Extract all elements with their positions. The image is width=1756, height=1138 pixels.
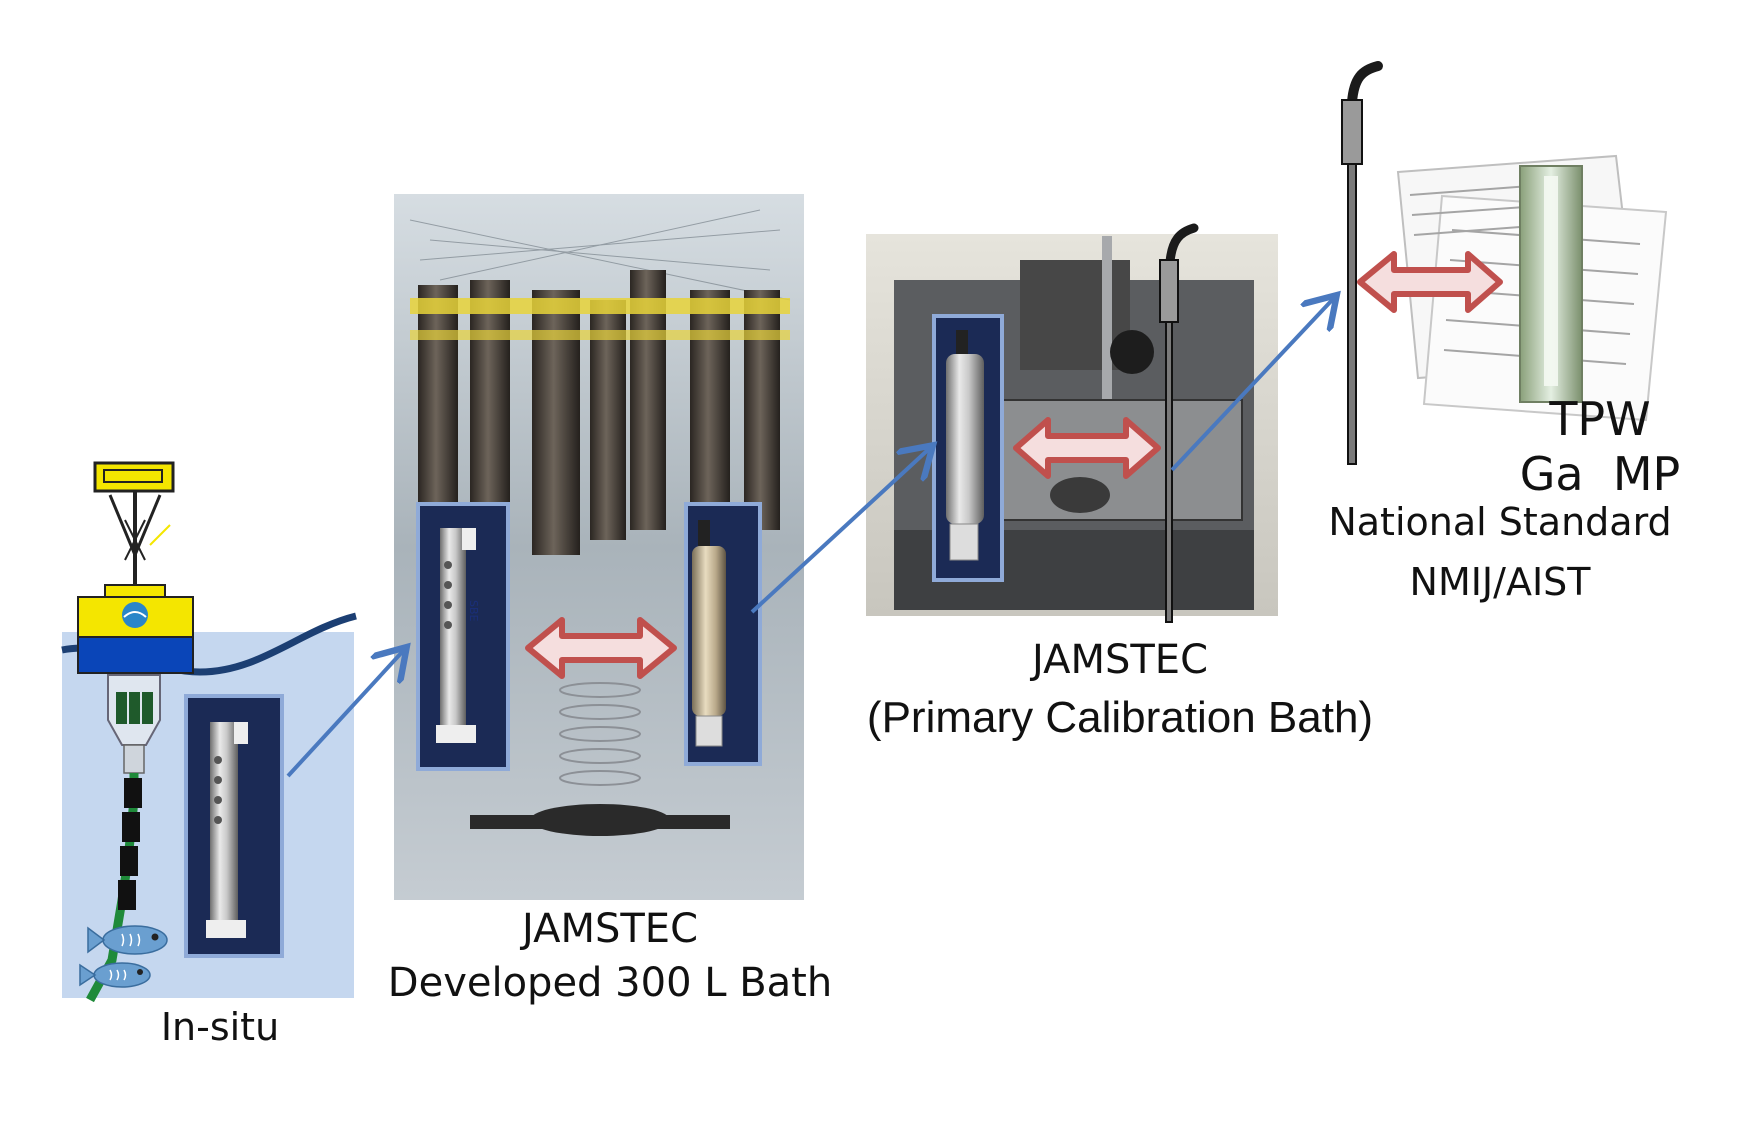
ga-mp-label: Ga MP [1519,447,1681,502]
calibration-certificate [1396,154,1668,422]
tpw-label: TPW [1549,392,1651,446]
spring-coil [559,682,641,786]
in-situ-label: In-situ [160,1005,280,1049]
fish-icon [87,925,168,955]
national-standard-label-line1: National Standard [1328,500,1672,544]
arrow-primary-to-standard [1170,298,1334,472]
national-standard-label: National Standard NMIJ/AIST [1300,500,1700,605]
fish-icon [79,962,151,988]
traceability-arrows [286,298,1334,778]
sbe-sensor-photo [932,314,1004,582]
sbe-logo-text: SBE [467,600,480,622]
comparison-double-arrow [525,617,677,679]
thermometer-icon [1341,99,1363,165]
sbe-sensor-photo: SBE [416,502,510,771]
primary-bath-label-line1: JAMSTEC [1032,637,1208,683]
national-standard-label-line2: NMIJ/AIST [1409,559,1591,604]
tpw-cell-photo [1519,165,1583,403]
comparison-double-arrow [1013,417,1161,479]
bath-300l-photo: SBE [394,194,804,900]
in-situ-panel [61,461,357,1003]
comparison-double-arrow [1357,251,1503,313]
arrow-bath300-to-primary [750,448,930,614]
bath-300l-label: JAMSTEC Developed 300 L Bath [370,905,850,1007]
sbe-sensor-photo [184,694,284,958]
fixed-points-label: TPW Ga MP [1500,392,1700,502]
standard-thermometer [1341,61,1383,465]
primary-bath-label: JAMSTEC (Primary Calibration Bath) [840,636,1400,745]
sbe-sensor-photo [684,502,762,766]
buoy-icon [77,461,194,1003]
instrument-cylinders [410,270,790,555]
bath-300l-label-line1: JAMSTEC [522,906,698,952]
bath-300l-label-line2: Developed 300 L Bath [387,960,833,1006]
arrow-insitu-to-bath300 [286,650,404,778]
primary-bath-photo [866,223,1278,623]
primary-bath-label-line2: (Primary Calibration Bath) [866,693,1374,742]
thermometer-icon [1159,223,1199,623]
